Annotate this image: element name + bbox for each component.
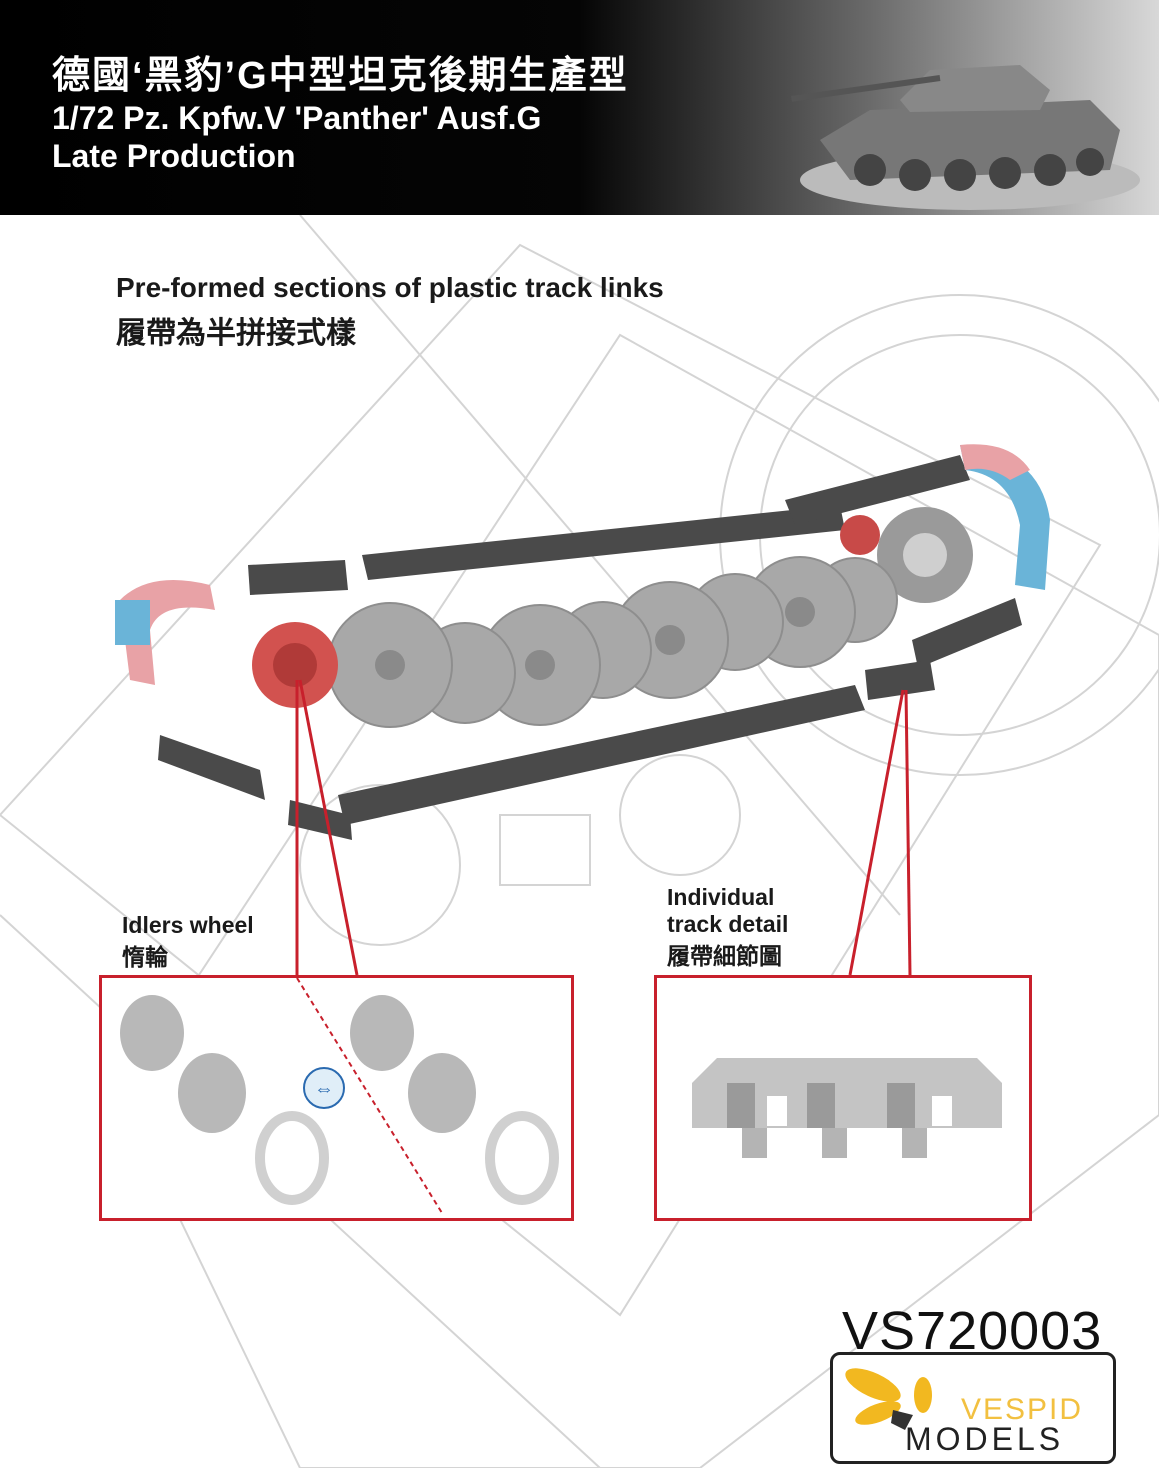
vespid-models-logo: VESPID MODELS	[830, 1352, 1116, 1464]
track-label-en-1: Individual	[667, 884, 775, 910]
idler-parts-render: ⇔	[120, 977, 559, 1214]
caption-english: Pre-formed sections of plastic track lin…	[116, 272, 664, 303]
right-track-2	[865, 660, 935, 700]
caption-chinese: 履帶為半拼接式樣	[116, 317, 356, 350]
sprocket-wheel	[840, 507, 973, 603]
upper-right-track	[785, 455, 970, 525]
idler-detail-box: ⇔	[99, 975, 574, 1221]
idler-wheel	[252, 622, 338, 708]
brand-line-2: MODELS	[905, 1421, 1065, 1457]
track-label-zh: 履帶細節圖	[667, 943, 782, 969]
idler-label-en: Idlers wheel	[122, 912, 254, 938]
swap-arrows-icon: ⇔	[303, 1067, 345, 1109]
title-chinese: 德國‘黑豹’G中型坦克後期生產型	[52, 55, 629, 97]
lower-track-section	[338, 685, 865, 825]
left-short-track	[248, 560, 348, 595]
idler-label-zh: 惰輪	[122, 944, 168, 970]
svg-text:⇔: ⇔	[314, 1078, 334, 1100]
upper-track-section	[362, 505, 845, 580]
wasp-logo-icon	[845, 1368, 932, 1430]
track-assembly-render	[115, 444, 1050, 976]
brand-line-1: VESPID	[961, 1393, 1084, 1426]
header-banner: 德國‘黑豹’G中型坦克後期生產型 1/72 Pz. Kpfw.V 'Panthe…	[0, 0, 1159, 215]
bottom-short-track	[288, 800, 352, 840]
track-link-render	[692, 1058, 1002, 1158]
product-code: VS720003	[842, 1301, 1103, 1361]
subtitle-english: Late Production	[52, 138, 296, 174]
right-track-1	[912, 598, 1022, 668]
curved-track-right	[960, 445, 1050, 590]
track-detail-box	[654, 975, 1032, 1221]
tank-photo	[791, 65, 1140, 210]
title-english: 1/72 Pz. Kpfw.V 'Panther' Ausf.G	[52, 100, 542, 136]
bottom-left-track	[158, 735, 265, 800]
track-label-en-2: track detail	[667, 911, 789, 937]
